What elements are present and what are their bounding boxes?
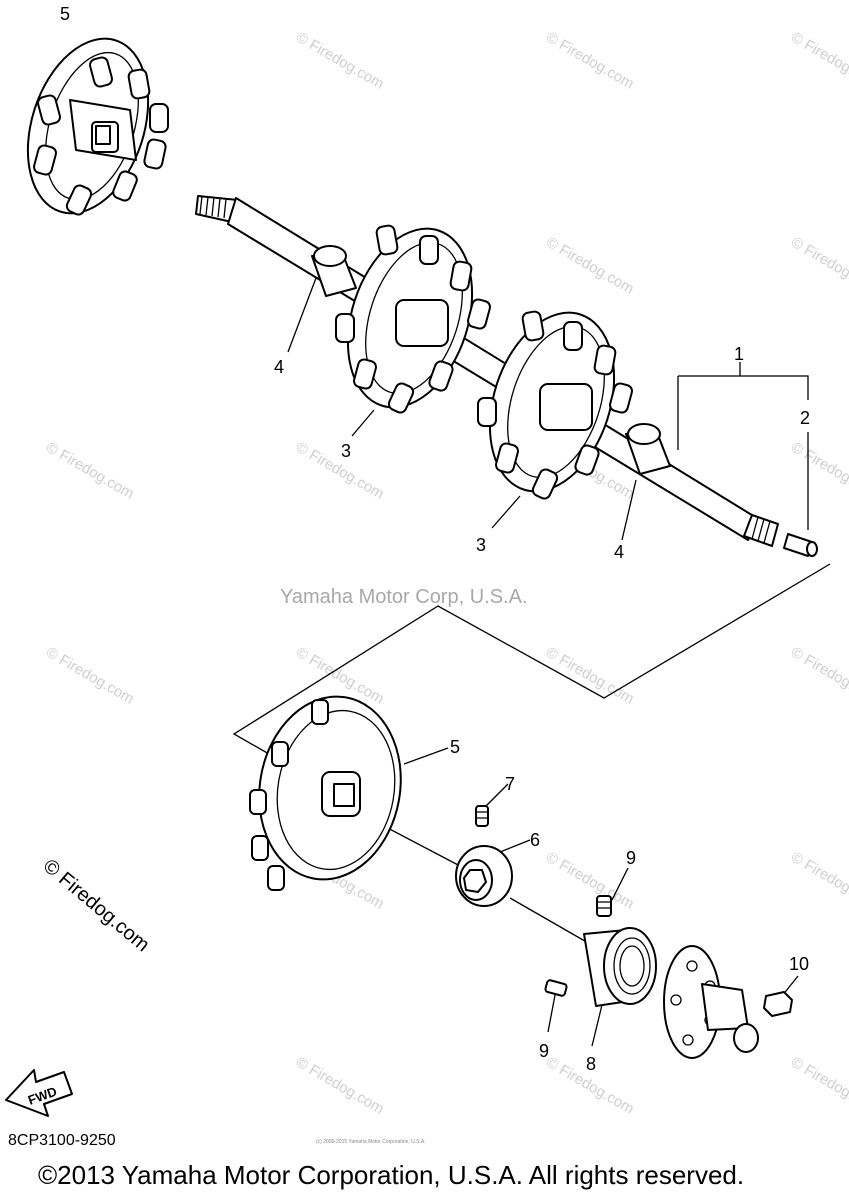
watermark: © Firedog.com [43, 644, 137, 708]
nut [763, 991, 793, 1017]
set-screw-9-upper [596, 895, 612, 917]
callout-labels: 5 4 3 3 4 1 2 5 7 6 9 9 8 10 [60, 4, 810, 1074]
assembly-guide-lines [232, 563, 831, 945]
callout-2: 2 [800, 408, 810, 428]
watermark: © Firedog.com [543, 29, 637, 93]
callout-7: 7 [505, 774, 515, 794]
watermark: © Firedog.com [293, 1054, 387, 1118]
collar-6 [455, 845, 513, 907]
callout-6: 6 [530, 830, 540, 850]
bearing [583, 927, 657, 1007]
side-watermark: © Firedog.com [39, 855, 154, 956]
collar-right [625, 423, 671, 475]
flange-hub [663, 945, 759, 1059]
set-screw-9-lower [544, 979, 568, 997]
callout-4-right: 4 [614, 542, 624, 562]
sprocket-wheel-mid [477, 310, 633, 500]
watermark: © Firedog.com [788, 849, 849, 913]
watermark: © Firedog.com [788, 29, 849, 93]
watermark: © Firedog.com [293, 29, 387, 93]
watermark: © Firedog.com [788, 234, 849, 298]
watermark: © Firedog.com [788, 1054, 849, 1118]
watermark-layer: © Firedog.com © Firedog.com © Firedog.co… [43, 29, 849, 1118]
collar-left [311, 245, 357, 297]
watermark: © Firedog.com [788, 439, 849, 503]
callout-9-upper: 9 [626, 848, 636, 868]
fwd-arrow-icon: FWD [5, 1069, 73, 1117]
watermark: © Firedog.com [543, 234, 637, 298]
watermark: © Firedog.com [788, 644, 849, 708]
tiny-copyright: (c) 2005-2015 Yamaha Motor Corporation, … [316, 1139, 426, 1145]
watermark: © Firedog.com [543, 644, 637, 708]
callout-8: 8 [586, 1054, 596, 1074]
sprocket-wheel-left [335, 224, 491, 414]
callout-10: 10 [789, 954, 809, 974]
watermark: © Firedog.com [43, 439, 137, 503]
callout-3-mid: 3 [476, 535, 486, 555]
callout-5-top: 5 [60, 4, 70, 24]
callout-1: 1 [734, 344, 744, 364]
sprocket-teeth [33, 56, 169, 216]
corp-watermark: Yamaha Motor Corp, U.S.A. [280, 586, 528, 608]
sprocket-wheel-top-left [26, 37, 169, 216]
part-number: 8CP3100-9250 [8, 1132, 116, 1149]
callout-9-lower: 9 [539, 1041, 549, 1061]
watermark: © Firedog.com [293, 439, 387, 503]
sprocket-wheel-bottom [249, 695, 402, 891]
copyright-text: ©2013 Yamaha Motor Corporation, U.S.A. A… [38, 1160, 745, 1190]
set-screw-7 [475, 805, 489, 827]
callout-4-left: 4 [274, 357, 284, 377]
plug [783, 533, 818, 557]
callout-5-bottom: 5 [450, 737, 460, 757]
callout-3-left: 3 [341, 441, 351, 461]
watermark: © Firedog.com [543, 849, 637, 913]
callout-bracket [677, 362, 809, 530]
